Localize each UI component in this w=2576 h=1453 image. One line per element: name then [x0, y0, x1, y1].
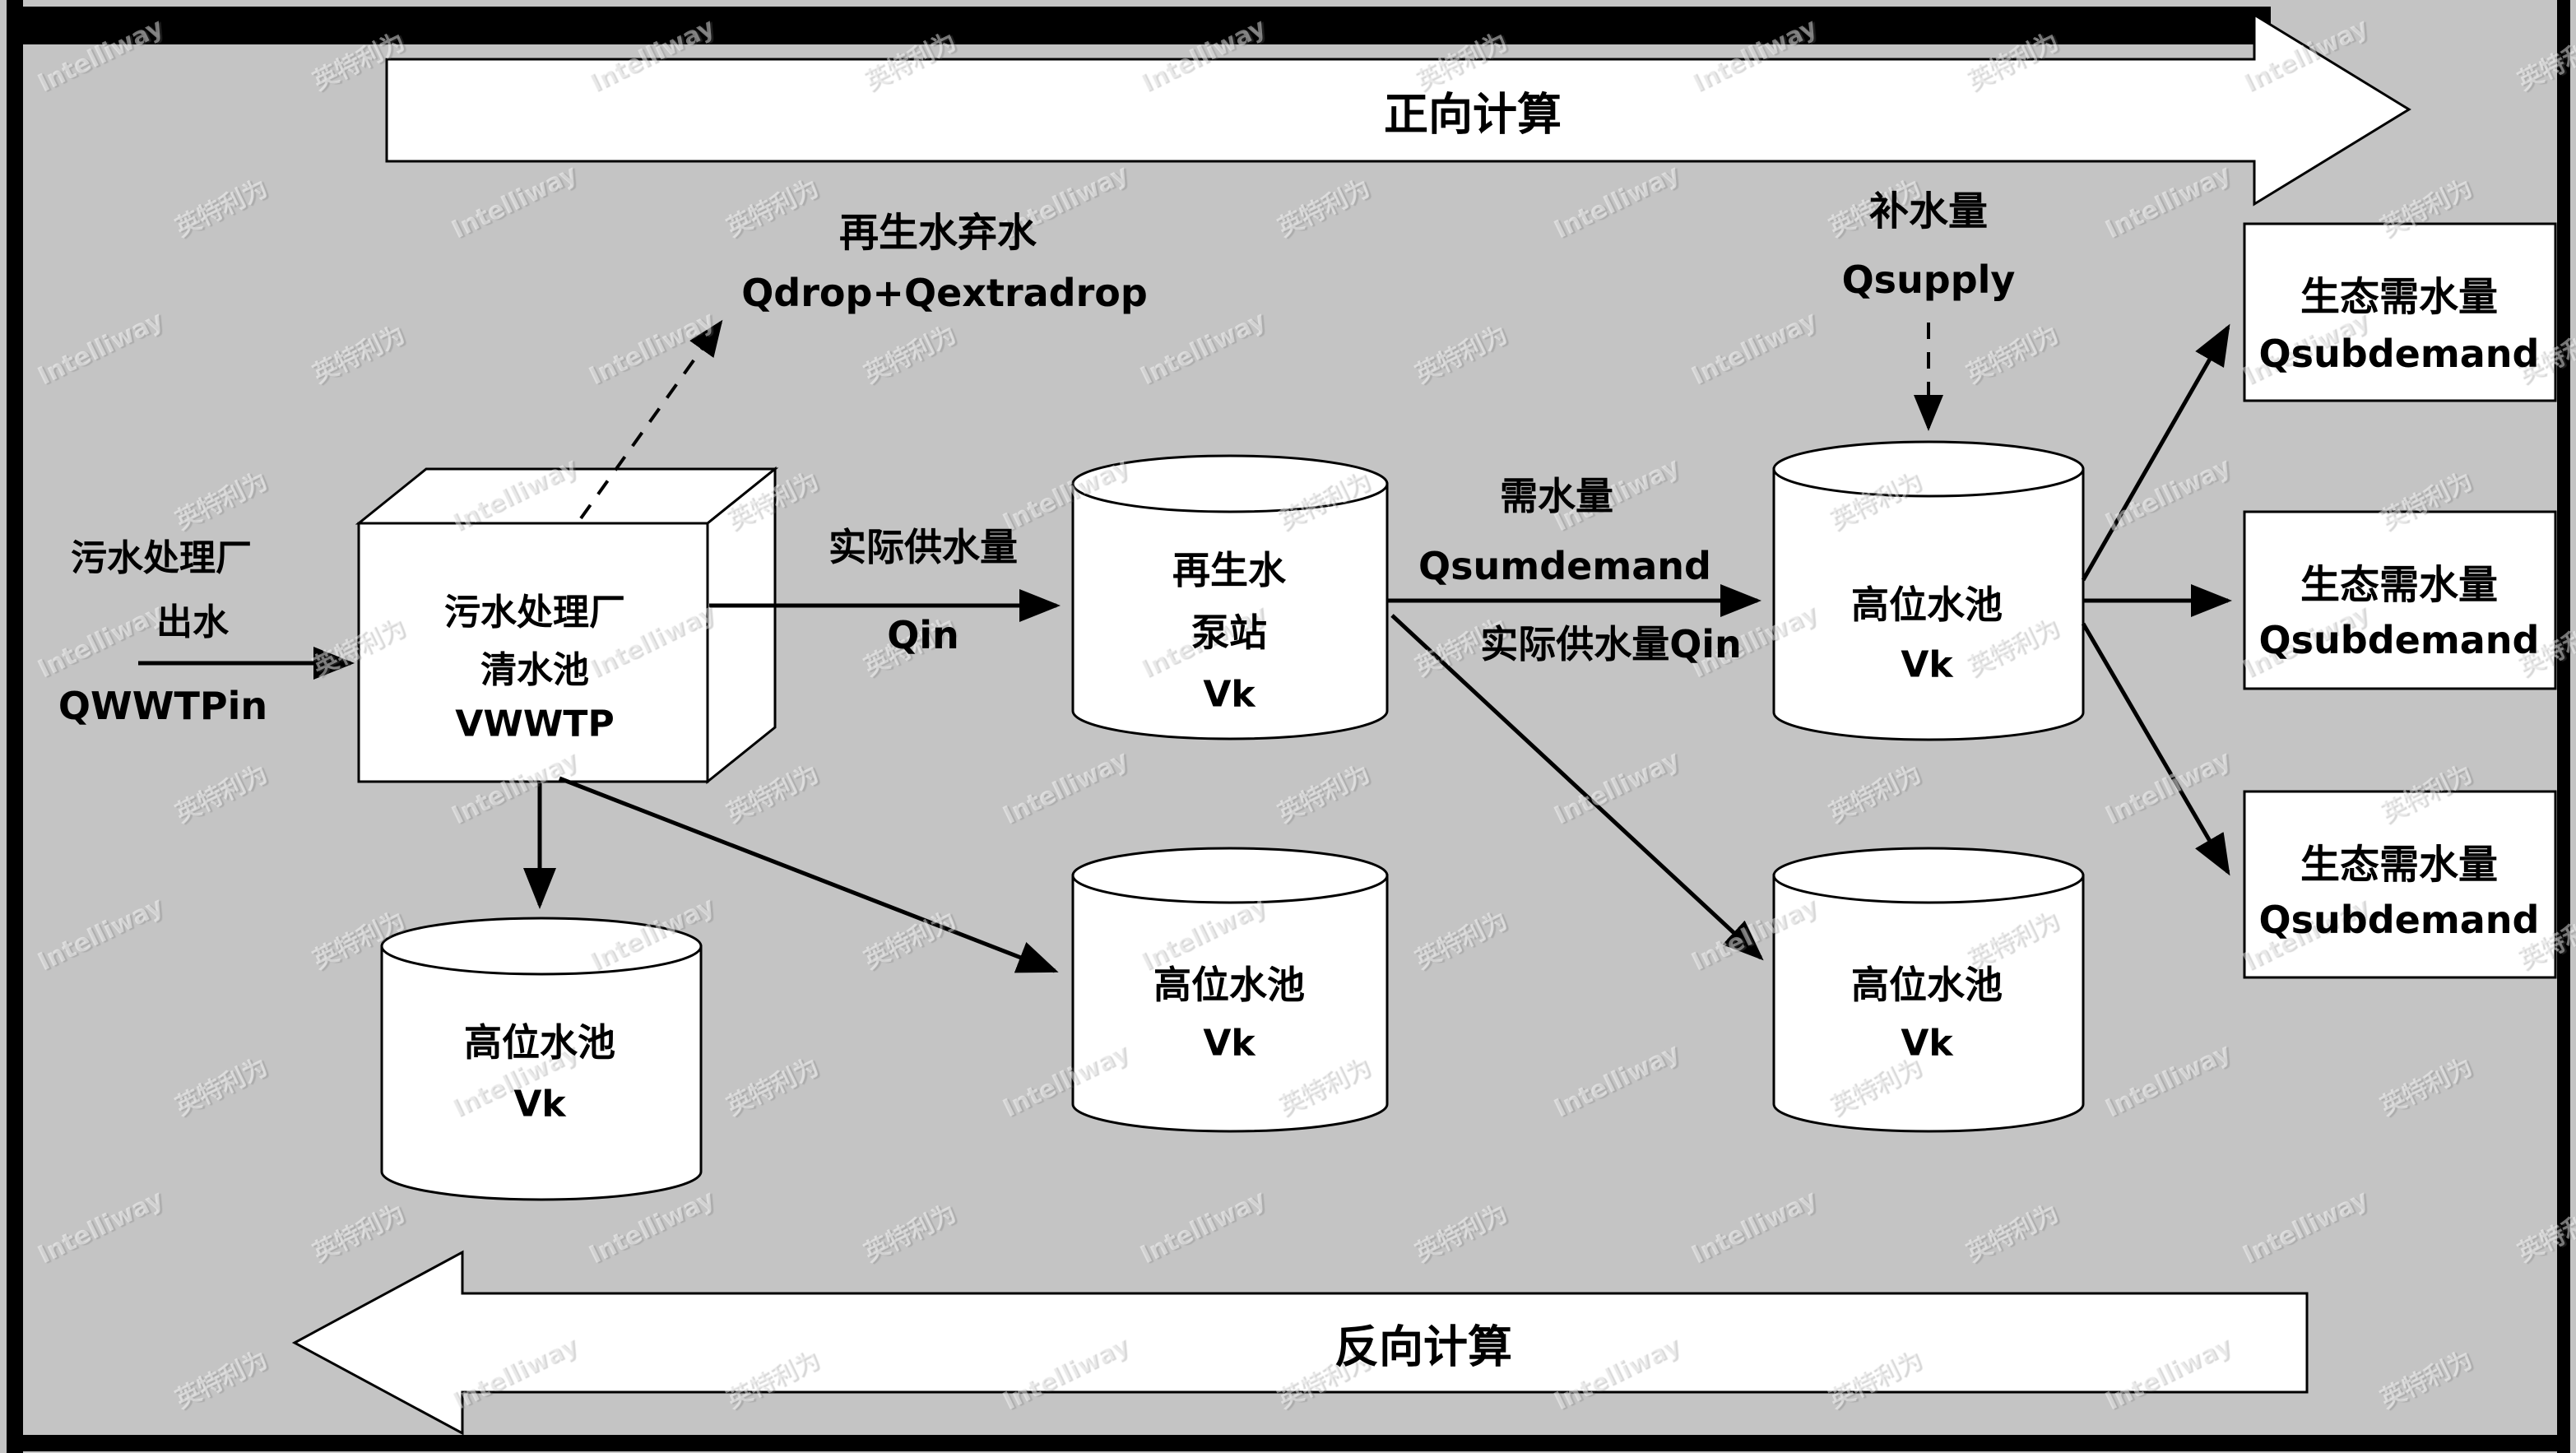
tank-main-label-line2: Vk [1901, 643, 1953, 686]
wwtp-box-label-line3: VWWTP [455, 703, 615, 745]
eco-box-1-label-line1: 生态需水量 [2300, 274, 2499, 320]
arrow-pump-to-right-tank [1390, 614, 1764, 961]
demand-label-line2: Qsumdemand [1418, 544, 1711, 588]
replenish-label-line1: 补水量 [1868, 188, 1989, 234]
tank-left-label-line2: Vk [513, 1083, 566, 1126]
arrow-tank-to-eco1 [2081, 323, 2230, 582]
replenish-label-line2: Qsupply [1841, 258, 2016, 302]
forward-banner-arrow [385, 12, 2411, 207]
pump-label-line1: 再生水 [1172, 548, 1286, 592]
arrow-drop-dashed [579, 319, 723, 520]
wwtp-box-label-line1: 污水处理厂 [444, 592, 625, 634]
tank-right-label-line2: Vk [1901, 1022, 1953, 1065]
eco-box-1-label-line2: Qsubdemand [2258, 332, 2540, 376]
tank-left-label-line1: 高位水池 [464, 1020, 615, 1065]
pump-label-line3: Vk [1203, 673, 1256, 716]
drop-label-line1: 再生水弃水 [838, 210, 1037, 256]
supply-label-line1: 实际供水量 [828, 525, 1018, 569]
eco-box-3 [2243, 790, 2557, 979]
inlet-label-line2: 出水 [156, 601, 229, 643]
frame-right [2557, 0, 2570, 1453]
eco-box-2-label-line2: Qsubdemand [2258, 618, 2540, 662]
eco-box-3-label-line1: 生态需水量 [2300, 842, 2499, 888]
backward-banner-label: 反向计算 [1334, 1321, 1512, 1373]
eco-box-3-label-line2: Qsubdemand [2258, 898, 2540, 942]
wwtp-box-right-face [706, 466, 777, 785]
tank-right-cylinder [1772, 847, 2085, 1133]
tank-right-label-line1: 高位水池 [1851, 963, 2003, 1007]
tank-main-label-line1: 高位水池 [1851, 583, 2003, 627]
drop-label-line2: Qdrop+Qextradrop [741, 271, 1148, 315]
demand-label-line1: 需水量 [1500, 474, 1613, 518]
tank-mid-label-line1: 高位水池 [1153, 963, 1305, 1007]
demand-label-line3: 实际供水量Qin [1480, 622, 1742, 666]
eco-box-2 [2243, 510, 2557, 690]
wwtp-box-front-face [357, 522, 709, 783]
frame-bottom [7, 1435, 2570, 1451]
eco-box-2-label-line1: 生态需水量 [2300, 562, 2499, 608]
tank-mid-label-line2: Vk [1203, 1022, 1256, 1065]
eco-box-1 [2243, 222, 2557, 402]
arrow-box-to-mid-tank [559, 776, 1059, 973]
tank-left-cylinder [380, 917, 703, 1201]
backward-banner-arrow [291, 1250, 2309, 1436]
tank-mid-cylinder [1071, 847, 1389, 1133]
arrow-tank-to-eco3 [2081, 622, 2230, 876]
frame-left [7, 0, 23, 1453]
inlet-flow-label: QWWTPin [58, 684, 268, 728]
frame-top [7, 7, 2271, 44]
wwtp-box-top-face [355, 467, 779, 525]
wwtp-box-label-line2: 清水池 [480, 649, 589, 691]
tank-main-cylinder [1772, 440, 2085, 741]
pump-cylinder [1071, 454, 1389, 740]
pump-label-line2: 泵站 [1191, 610, 1267, 655]
forward-banner-label: 正向计算 [1384, 88, 1562, 141]
inlet-label-line1: 污水处理厂 [71, 537, 252, 579]
supply-label-line2: Qin [887, 613, 959, 657]
